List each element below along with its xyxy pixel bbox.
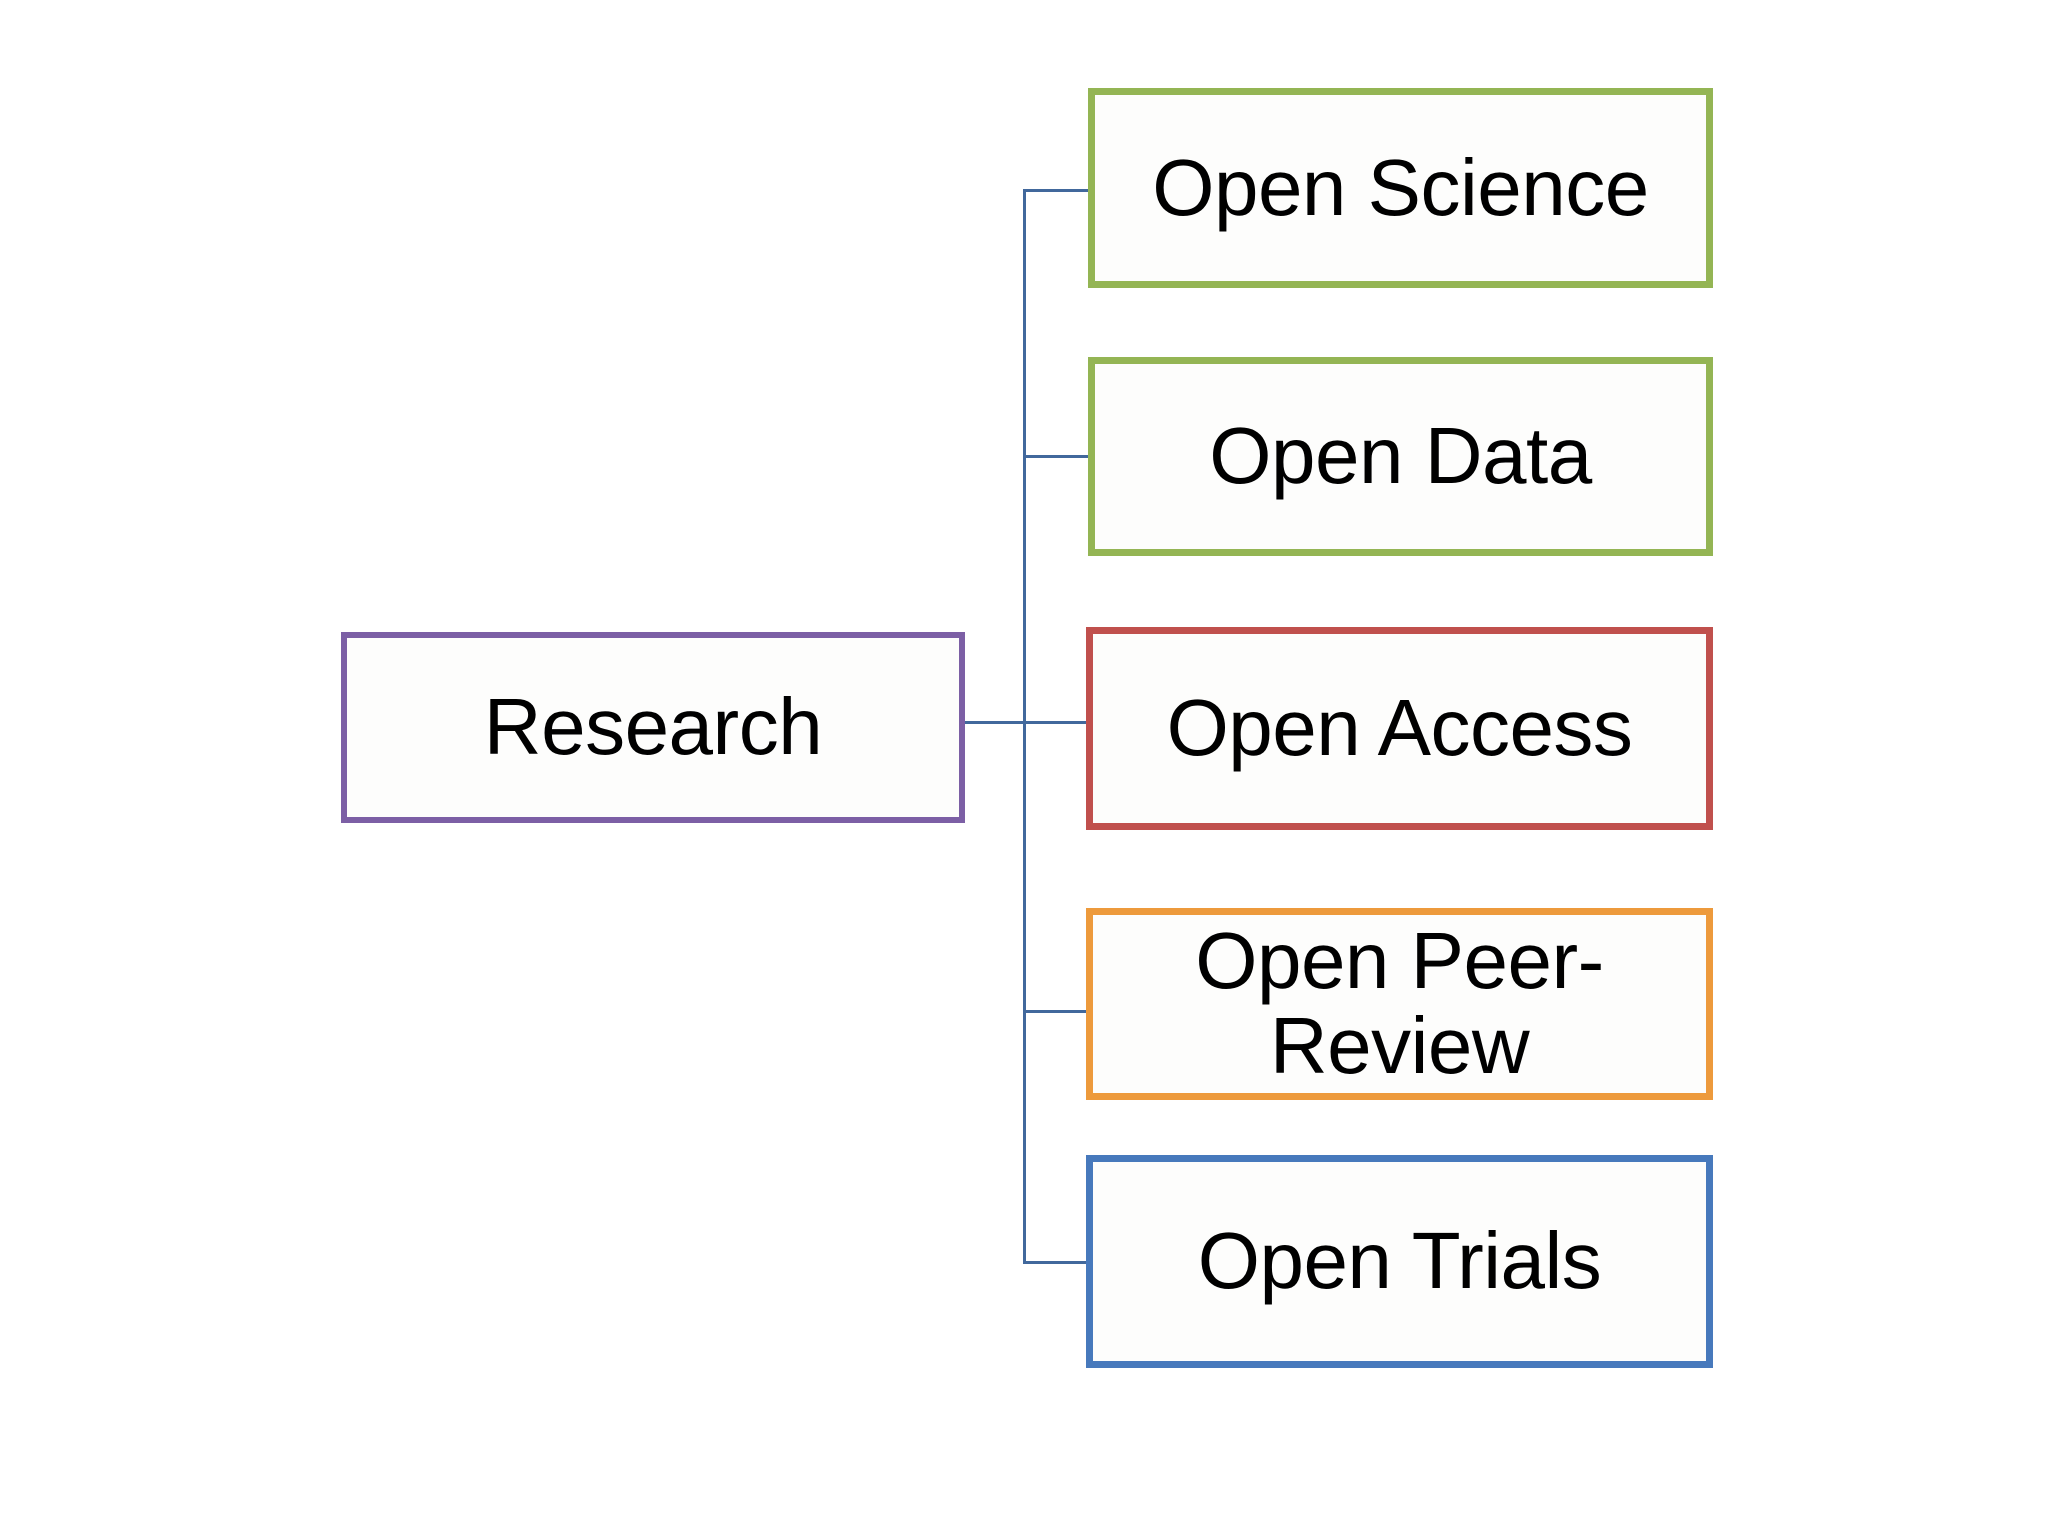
node-open-data-label: Open Data: [1209, 411, 1592, 501]
node-open-trials[interactable]: Open Trials: [1086, 1155, 1713, 1368]
node-open-data[interactable]: Open Data: [1088, 357, 1713, 556]
node-open-access-label: Open Access: [1166, 683, 1633, 773]
connector-branch-open-peer-review: [1023, 1010, 1089, 1013]
node-research[interactable]: Research: [341, 632, 965, 823]
node-open-peer-review-label: Open Peer- Review: [1195, 916, 1604, 1090]
node-open-trials-label: Open Trials: [1197, 1216, 1602, 1306]
node-open-peer-review[interactable]: Open Peer- Review: [1086, 908, 1713, 1100]
connector-branch-open-access: [1023, 721, 1089, 724]
connector-branch-open-trials: [1023, 1261, 1089, 1264]
connector-branch-open-science: [1023, 189, 1089, 192]
connector-branch-open-data: [1023, 455, 1089, 458]
node-research-label: Research: [483, 682, 823, 772]
node-open-science[interactable]: Open Science: [1088, 88, 1713, 288]
node-open-access[interactable]: Open Access: [1086, 627, 1713, 830]
connector-trunk-vertical: [1023, 190, 1026, 1264]
node-open-science-label: Open Science: [1152, 142, 1649, 232]
